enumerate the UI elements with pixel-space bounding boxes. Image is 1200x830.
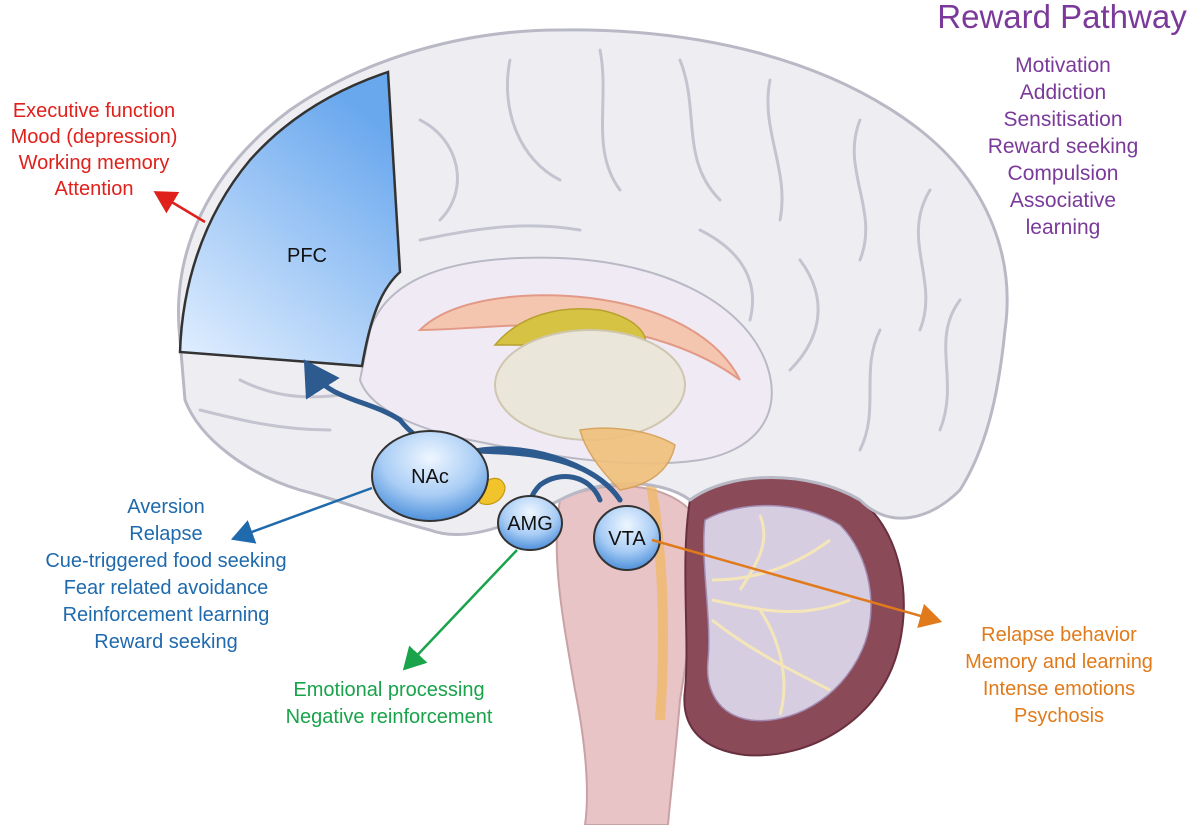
- reward-pathway-list: Motivation Addiction Sensitisation Rewar…: [988, 54, 1139, 239]
- vta-node: VTA: [593, 505, 661, 571]
- pfc-function-list: Executive function Mood (depression) Wor…: [11, 100, 178, 200]
- cerebellum-arbor: [711, 514, 851, 716]
- vta-function-list: Relapse behavior Memory and learning Int…: [965, 624, 1153, 727]
- amg-node: AMG: [497, 495, 563, 551]
- amg-function: Emotional processing: [293, 679, 484, 701]
- nac-node: NAc: [371, 430, 489, 522]
- diagram-title: Reward Pathway: [937, 0, 1187, 35]
- nac-label: NAc: [411, 466, 449, 488]
- pfc-function: Working memory: [19, 152, 170, 174]
- reward-item: Sensitisation: [1003, 108, 1122, 131]
- vta-function: Psychosis: [1014, 705, 1104, 727]
- nac-arrow: [230, 486, 373, 544]
- amg-label: AMG: [507, 513, 553, 535]
- pfc-region: [178, 70, 402, 368]
- vta-arrow: [651, 538, 943, 628]
- reward-item: Motivation: [1015, 54, 1111, 77]
- amg-function-list: Emotional processing Negative reinforcem…: [286, 679, 493, 728]
- vta-function: Intense emotions: [983, 678, 1135, 700]
- nac-function: Reward seeking: [94, 631, 237, 653]
- reward-item: Associative: [1010, 189, 1116, 212]
- cerebellum-inner: [703, 504, 872, 722]
- nac-function: Cue-triggered food seeking: [45, 550, 286, 572]
- vta-label: VTA: [608, 528, 646, 550]
- pfc-function: Mood (depression): [11, 126, 178, 148]
- nac-function-list: Aversion Relapse Cue-triggered food seek…: [45, 496, 286, 653]
- thalamus: [494, 329, 686, 441]
- pfc-arrow: [153, 191, 206, 224]
- reward-item: learning: [1026, 216, 1101, 239]
- brainstem-stripe: [645, 479, 668, 721]
- vta-function: Relapse behavior: [981, 624, 1137, 646]
- nac-function: Reinforcement learning: [63, 604, 270, 626]
- pfc-function: Executive function: [13, 100, 175, 122]
- amg-arrow: [402, 549, 518, 671]
- pfc-function: Attention: [55, 178, 134, 200]
- vta-function: Memory and learning: [965, 651, 1153, 673]
- brainstem-top: [579, 427, 676, 491]
- nac-function: Aversion: [127, 496, 204, 518]
- reward-item: Addiction: [1020, 81, 1106, 104]
- amg-function: Negative reinforcement: [286, 706, 493, 728]
- reward-item: Reward seeking: [988, 135, 1139, 158]
- nac-function: Fear related avoidance: [64, 577, 269, 599]
- nac-function: Relapse: [129, 523, 202, 545]
- reward-item: Compulsion: [1008, 162, 1119, 185]
- pfc-label: PFC: [287, 245, 327, 267]
